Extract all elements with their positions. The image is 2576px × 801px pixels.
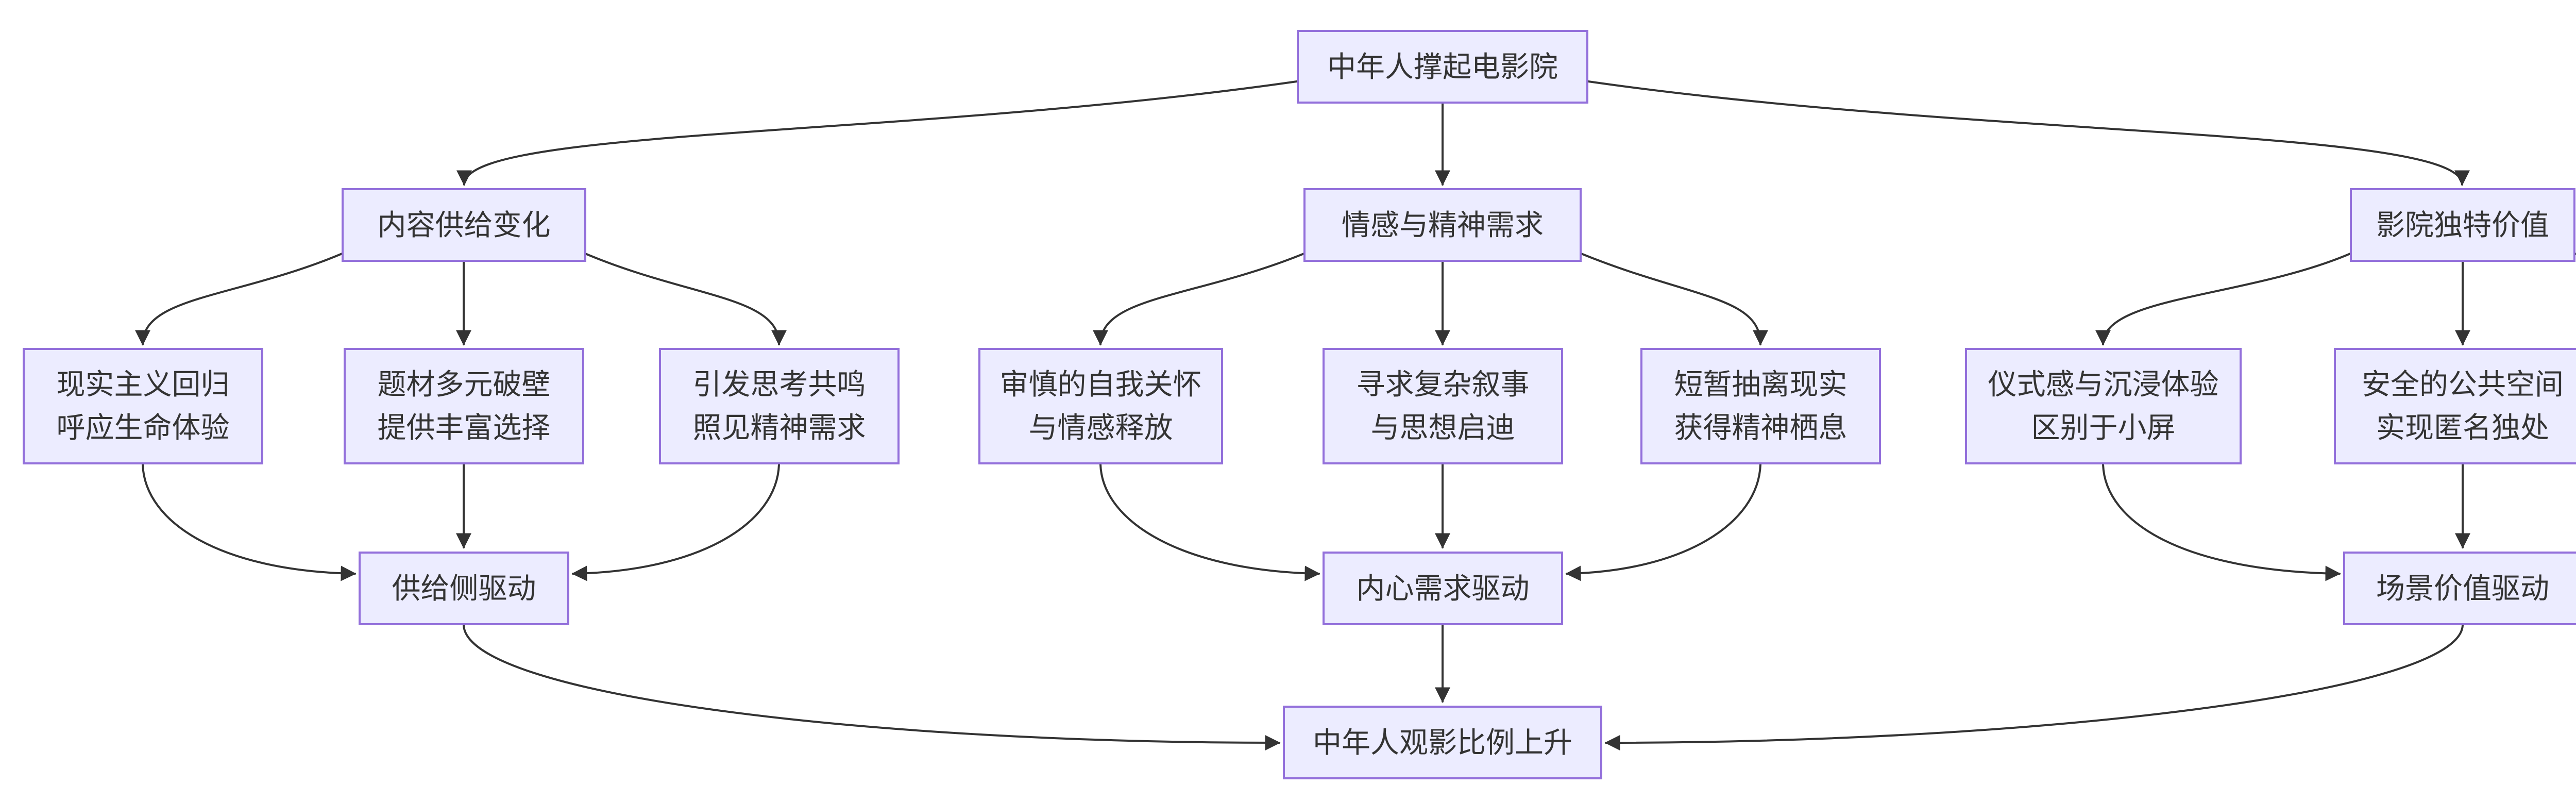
node-label-line: 仪式感与沉浸体验 — [1988, 368, 2219, 400]
node-content-supply-change: 内容供给变化 — [342, 188, 586, 262]
node-label-line: 情感与精神需求 — [1342, 208, 1544, 241]
node-realism-return: 现实主义回归 呼应生命体验 — [23, 348, 263, 464]
edge-l3c-l4a — [571, 463, 780, 581]
edge-l4c-sink — [1604, 624, 2464, 750]
node-root: 中年人撑起电影院 — [1297, 30, 1588, 104]
node-label-line: 安全的公共空间 — [2362, 368, 2564, 400]
node-label-line: 影院独特价值 — [2376, 208, 2549, 241]
node-complex-narrative: 寻求复杂叙事 与思想启迪 — [1323, 348, 1563, 464]
edge-l2a-l3a — [135, 253, 343, 346]
node-label-line: 内容供给变化 — [377, 208, 551, 241]
node-safe-public-space: 安全的公共空间 实现匿名独处 — [2334, 348, 2576, 464]
node-label-line: 供给侧驱动 — [392, 572, 536, 605]
node-label-line: 审慎的自我关怀 — [999, 368, 1202, 400]
node-brief-escape: 短暂抽离现实 获得精神栖息 — [1640, 348, 1881, 464]
node-supply-side-driver: 供给侧驱动 — [359, 552, 569, 625]
node-midage-viewing-ratio-rise: 中年人观影比例上升 — [1283, 706, 1602, 779]
edge-l4a-sink — [463, 624, 1281, 750]
node-label-line: 中年人观影比例上升 — [1313, 726, 1572, 759]
node-provoke-resonance: 引发思考共鸣 照见精神需求 — [659, 348, 900, 464]
node-label-line: 引发思考共鸣 — [692, 368, 866, 400]
node-ritual-immersion: 仪式感与沉浸体验 区别于小屏 — [1965, 348, 2242, 464]
node-scene-value-driver: 场景价值驱动 — [2343, 552, 2576, 625]
node-label-line: 题材多元破壁 — [377, 368, 551, 400]
node-label-line: 与情感释放 — [1028, 411, 1173, 444]
edge-root-l2a — [456, 80, 1298, 186]
node-label-line: 实现匿名独处 — [2376, 411, 2549, 444]
edge-l2b-l3f — [1580, 253, 1768, 346]
node-prudent-self-care: 审慎的自我关怀 与情感释放 — [978, 348, 1223, 464]
edge-l3f-l4b — [1565, 463, 1761, 581]
node-label-line: 场景价值驱动 — [2376, 572, 2549, 605]
node-emotional-spiritual-needs: 情感与精神需求 — [1303, 188, 1582, 262]
edge-l3g-l4c — [2102, 463, 2341, 581]
node-label-line: 获得精神栖息 — [1674, 411, 1848, 444]
node-label-line: 与思想启迪 — [1370, 411, 1515, 444]
edge-l2c-l3g — [2095, 253, 2351, 346]
edge-l3a-l4a — [142, 463, 357, 581]
node-label-line: 呼应生命体验 — [56, 411, 230, 444]
node-label-line: 寻求复杂叙事 — [1356, 368, 1530, 400]
node-label-line: 现实主义回归 — [56, 368, 230, 400]
edge-l2b-l3d — [1093, 253, 1305, 346]
node-cinema-unique-value: 影院独特价值 — [2350, 188, 2575, 262]
edge-root-l2c — [1587, 80, 2470, 186]
node-diverse-genres: 题材多元破壁 提供丰富选择 — [344, 348, 584, 464]
edge-l2a-l3c — [584, 253, 787, 346]
node-label-line: 短暂抽离现实 — [1674, 368, 1848, 400]
node-label-line: 提供丰富选择 — [377, 411, 551, 444]
edge-l3d-l4b — [1099, 463, 1320, 581]
node-label-line: 中年人撑起电影院 — [1327, 50, 1558, 83]
node-label-line: 区别于小屏 — [2031, 411, 2176, 444]
node-label-line: 照见精神需求 — [692, 411, 866, 444]
node-label-line: 内心需求驱动 — [1356, 572, 1530, 605]
node-inner-need-driver: 内心需求驱动 — [1323, 552, 1563, 625]
